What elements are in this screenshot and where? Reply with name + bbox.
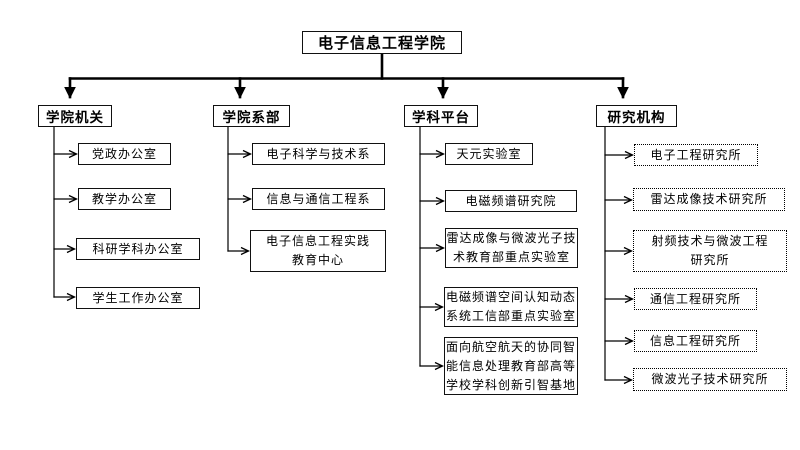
branch-discipline-platforms: 学科平台: [404, 105, 478, 127]
node-rf-microwave-eng-institute: 射频技术与微波工程研究所: [633, 230, 787, 272]
branch-college-departments: 学院系部: [213, 105, 290, 127]
node-student-affairs-office: 学生工作办公室: [76, 287, 200, 309]
branch-research-institutes: 研究机构: [596, 105, 677, 127]
node-communication-eng-institute: 通信工程研究所: [634, 288, 757, 310]
branch-child-lines: [53, 126, 632, 380]
node-aerospace-intelligence-base: 面向航空航天的协同智能信息处理教育部高等学校学科创新引智基地: [444, 337, 578, 395]
node-college-root: 电子信息工程学院: [302, 31, 462, 54]
node-information-eng-institute: 信息工程研究所: [634, 330, 757, 352]
node-party-government-office: 党政办公室: [78, 143, 171, 165]
node-electronic-eng-institute: 电子工程研究所: [634, 144, 758, 166]
node-practice-education-center: 电子信息工程实践教育中心: [250, 230, 386, 272]
node-electronic-science-tech-dept: 电子科学与技术系: [252, 143, 385, 165]
node-em-spectrum-research-institute: 电磁频谱研究院: [445, 190, 577, 212]
branch-college-offices: 学院机关: [38, 105, 112, 127]
node-em-spectrum-space-key-lab: 电磁频谱空间认知动态系统工信部重点实验室: [444, 287, 578, 327]
node-radar-imaging-tech-institute: 雷达成像技术研究所: [633, 188, 785, 211]
trunk-lines: [64, 51, 629, 99]
node-tianyuan-laboratory: 天元实验室: [445, 143, 533, 165]
node-radar-imaging-mwp-key-lab: 雷达成像与微波光子技术教育部重点实验室: [445, 228, 578, 268]
node-research-discipline-office: 科研学科办公室: [76, 238, 200, 260]
node-microwave-photonics-institute: 微波光子技术研究所: [633, 368, 787, 391]
node-info-communication-eng-dept: 信息与通信工程系: [252, 188, 385, 210]
node-teaching-office: 教学办公室: [78, 188, 171, 210]
